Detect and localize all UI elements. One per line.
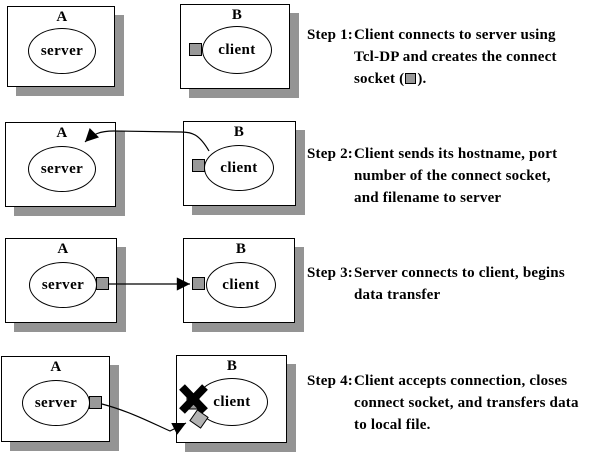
machine-a-label: A bbox=[56, 9, 68, 25]
connect-socket-glyph-icon bbox=[405, 73, 417, 84]
row3-machine-a-box: A server bbox=[5, 238, 117, 323]
server-ellipse: server bbox=[28, 146, 96, 192]
machine-a-label: A bbox=[56, 125, 68, 141]
client-label: client bbox=[220, 159, 258, 176]
client-label: client bbox=[213, 393, 251, 410]
step-1-text: Client connects to server using Tcl-DP a… bbox=[354, 24, 613, 90]
machine-a-label: A bbox=[57, 241, 69, 257]
machine-b-label: B bbox=[231, 7, 243, 23]
row4-server-socket bbox=[89, 396, 102, 409]
server-label: server bbox=[41, 276, 85, 293]
client-ellipse: client bbox=[206, 262, 276, 308]
server-label: server bbox=[40, 42, 84, 59]
server-ellipse: server bbox=[22, 380, 90, 426]
client-label: client bbox=[218, 41, 256, 58]
step-4-text: Client accepts connection, closes connec… bbox=[354, 373, 579, 433]
row2-machine-a-box: A server bbox=[5, 122, 116, 207]
row4-machine-b-box: B client bbox=[176, 355, 287, 443]
client-ellipse: client bbox=[202, 26, 272, 74]
step-3-text: Server connects to client, begins data t… bbox=[354, 265, 565, 303]
step-1-label: Step 1: bbox=[307, 27, 353, 43]
row1-machine-a-box: A server bbox=[7, 6, 115, 87]
machine-b-label: B bbox=[233, 124, 245, 140]
step4-server-to-filesocket-arrow bbox=[101, 403, 187, 435]
row1-connect-socket bbox=[189, 43, 202, 56]
machine-b-label: B bbox=[235, 241, 247, 257]
machine-b-label: B bbox=[226, 358, 238, 374]
step-1-text-after: ). bbox=[417, 71, 427, 87]
server-label: server bbox=[40, 160, 84, 177]
step-1-text-before: Client connects to server using Tcl-DP a… bbox=[354, 27, 557, 87]
server-ellipse: server bbox=[28, 28, 96, 74]
client-label: client bbox=[222, 276, 260, 293]
client-ellipse: client bbox=[204, 145, 274, 191]
row3-connect-socket bbox=[192, 277, 205, 290]
step-1-caption: Step 1: Client connects to server using … bbox=[307, 24, 613, 90]
step-2-label: Step 2: bbox=[307, 146, 353, 162]
step-2-caption: Step 2: Client sends its hostname, port … bbox=[307, 143, 613, 209]
step-3-label: Step 3: bbox=[307, 265, 353, 281]
step-4-label: Step 4: bbox=[307, 373, 353, 389]
row3-server-socket bbox=[96, 277, 109, 290]
client-ellipse: client bbox=[196, 378, 268, 426]
step-4-caption: Step 4: Client accepts connection, close… bbox=[307, 370, 613, 436]
machine-a-label: A bbox=[50, 359, 62, 375]
step-3-caption: Step 3: Server connects to client, begin… bbox=[307, 262, 613, 306]
row2-connect-socket bbox=[192, 159, 205, 172]
server-ellipse: server bbox=[29, 262, 97, 308]
server-label: server bbox=[34, 394, 78, 411]
step-2-text: Client sends its hostname, port number o… bbox=[354, 146, 558, 206]
